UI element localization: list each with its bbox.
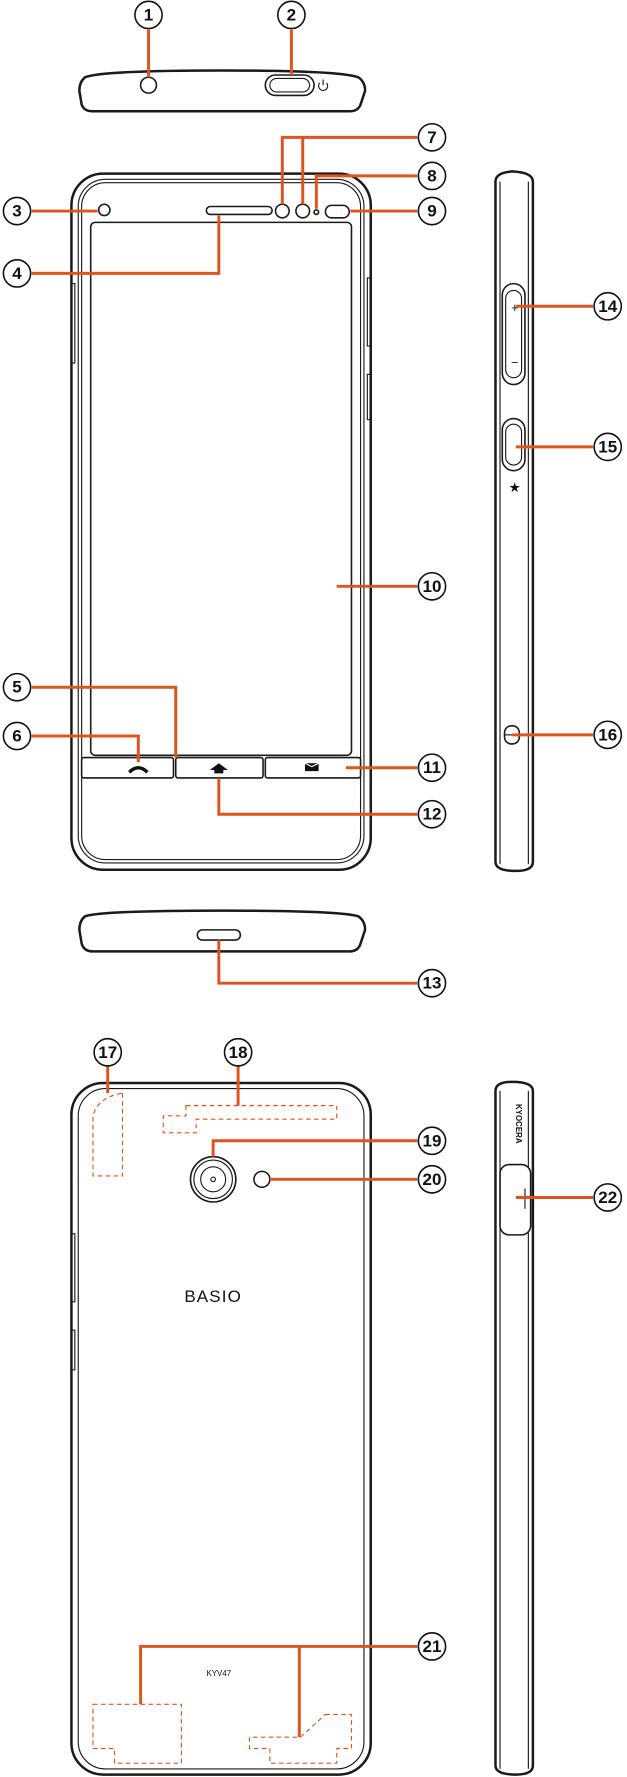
svg-text:9: 9 xyxy=(427,202,436,221)
svg-text:6: 6 xyxy=(12,727,21,746)
notification-led xyxy=(313,209,320,216)
callout-10: 10 xyxy=(417,571,447,601)
antenna-area-21-right xyxy=(248,1713,353,1764)
antenna-area-17 xyxy=(92,1092,124,1177)
svg-text:11: 11 xyxy=(423,758,441,777)
callout-4: 4 xyxy=(2,259,32,288)
svg-text:2: 2 xyxy=(287,5,296,24)
callout-9: 9 xyxy=(417,196,447,226)
svg-text:1: 1 xyxy=(144,5,153,24)
sim-card-slot[interactable] xyxy=(499,1163,532,1236)
svg-text:7: 7 xyxy=(427,128,436,147)
usb-port xyxy=(196,929,242,941)
brand-logo: BASIO xyxy=(184,1287,242,1306)
flash xyxy=(253,1170,271,1189)
sensor-right xyxy=(295,203,311,219)
sensor-left xyxy=(274,203,290,219)
antenna-area-18 xyxy=(162,1105,338,1134)
svg-text:19: 19 xyxy=(423,1131,442,1150)
leader-lines xyxy=(31,29,593,1738)
star-icon: ★ xyxy=(509,480,521,495)
front-camera xyxy=(97,203,111,217)
callout-22: 22 xyxy=(593,1183,623,1212)
phone-icon xyxy=(128,766,149,774)
svg-text:17: 17 xyxy=(98,1043,117,1062)
home-icon xyxy=(209,763,228,774)
top-view xyxy=(78,69,367,113)
svg-text:22: 22 xyxy=(598,1188,617,1207)
svg-text:13: 13 xyxy=(423,974,442,993)
earpiece xyxy=(205,205,273,216)
power-button xyxy=(264,74,315,97)
callout-17: 17 xyxy=(93,1037,123,1067)
antenna-area-21-left xyxy=(92,1703,182,1764)
assist-key[interactable] xyxy=(501,417,526,472)
callout-5: 5 xyxy=(2,672,32,702)
callout-1: 1 xyxy=(134,0,163,30)
svg-text:18: 18 xyxy=(229,1043,248,1062)
side-view-back: KYOCERA xyxy=(494,1080,535,1776)
volume-plus-label: + xyxy=(511,301,518,315)
volume-key[interactable] xyxy=(501,282,526,386)
front-view xyxy=(70,172,373,872)
headphone-jack xyxy=(139,76,158,94)
back-view: BASIO KYV47 xyxy=(70,1081,373,1776)
svg-text:5: 5 xyxy=(12,678,21,697)
callout-11: 11 xyxy=(417,753,447,783)
callout-3: 3 xyxy=(2,196,32,226)
callout-20: 20 xyxy=(417,1164,447,1194)
call-button[interactable] xyxy=(80,756,175,779)
callout-12: 12 xyxy=(417,799,447,829)
callout-13: 13 xyxy=(417,968,447,998)
callout-14: 14 xyxy=(593,291,623,321)
rear-camera xyxy=(189,1155,237,1203)
power-icon xyxy=(318,79,329,92)
svg-text:21: 21 xyxy=(423,1637,442,1656)
bottom-view xyxy=(78,909,367,953)
display xyxy=(89,221,353,757)
svg-text:3: 3 xyxy=(12,202,21,221)
model-label: KYV47 xyxy=(206,1669,231,1678)
callout-8: 8 xyxy=(417,161,447,191)
svg-text:15: 15 xyxy=(598,437,617,456)
callout-15: 15 xyxy=(593,432,623,462)
callout-6: 6 xyxy=(2,721,32,751)
svg-text:8: 8 xyxy=(427,166,436,185)
side-view: + − ★ xyxy=(494,170,535,873)
callout-16: 16 xyxy=(593,720,623,750)
svg-text:14: 14 xyxy=(598,297,617,316)
proximity-sensor xyxy=(324,204,351,219)
svg-text:4: 4 xyxy=(12,264,22,283)
maker-logo: KYOCERA xyxy=(514,1104,523,1144)
callout-21: 21 xyxy=(417,1632,447,1661)
volume-minus-label: − xyxy=(511,355,518,369)
home-button[interactable] xyxy=(174,756,264,779)
callout-2: 2 xyxy=(276,0,306,30)
callout-18: 18 xyxy=(223,1037,253,1067)
callout-7: 7 xyxy=(417,122,447,152)
svg-text:20: 20 xyxy=(423,1170,442,1189)
svg-text:12: 12 xyxy=(423,805,442,824)
svg-text:10: 10 xyxy=(423,577,442,596)
svg-text:16: 16 xyxy=(598,725,617,744)
callout-19: 19 xyxy=(417,1126,447,1156)
